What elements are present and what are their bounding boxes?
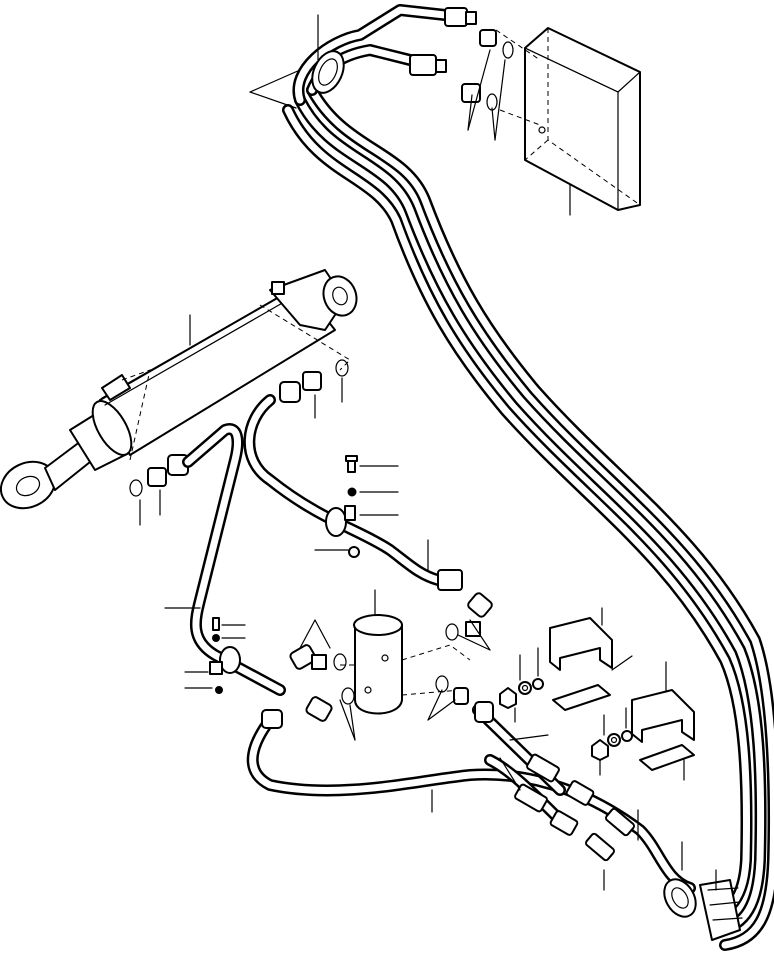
mounting-bracket-lower bbox=[631, 661, 695, 743]
hose-clamp-center bbox=[314, 455, 429, 571]
canister-fittings bbox=[289, 592, 493, 741]
grommet-top bbox=[311, 50, 345, 94]
long-hose-bundle bbox=[282, 4, 774, 951]
quick-coupler-pair bbox=[499, 734, 639, 891]
bracket-hardware-lower bbox=[591, 707, 633, 776]
shim-plate-upper bbox=[552, 655, 633, 711]
shim-plate-lower bbox=[639, 744, 695, 781]
leaders-top bbox=[249, 14, 506, 141]
hydraulic-cylinder bbox=[0, 269, 358, 510]
lower-hose-loop bbox=[246, 701, 696, 894]
hose-clamp-left bbox=[164, 607, 246, 694]
cylinder-hose-left bbox=[182, 423, 286, 696]
valve-fittings-top bbox=[409, 7, 514, 111]
cylinder-fittings bbox=[129, 359, 349, 526]
mounting-bracket-upper bbox=[549, 607, 613, 671]
bracket-hardware-upper bbox=[499, 647, 544, 723]
control-valve-box bbox=[495, 27, 641, 216]
accumulator-canister bbox=[340, 589, 471, 715]
cylinder-hose-right bbox=[243, 394, 463, 591]
grommet-bottom bbox=[663, 841, 743, 941]
